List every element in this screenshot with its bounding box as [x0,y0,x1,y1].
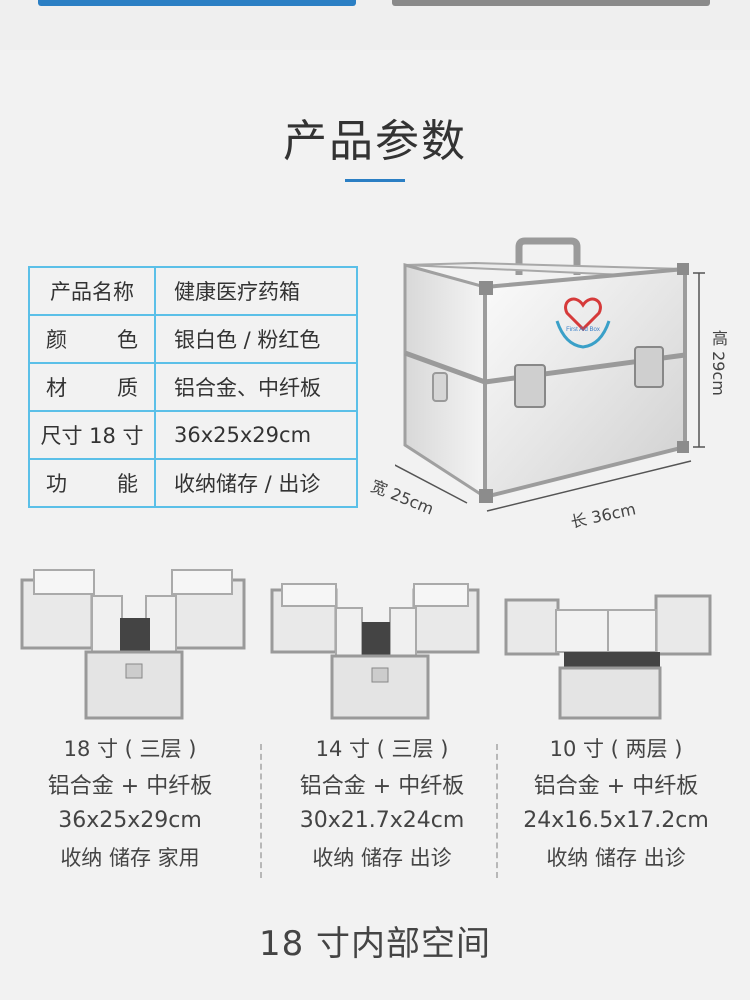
variant-size: 18 寸 ( 三层 ) [63,737,197,761]
spec-key-char: 材 [46,376,67,400]
spec-key: 功能 [28,458,156,508]
column-divider [496,744,498,878]
variant-material: 铝合金 + 中纤板 [47,774,213,799]
product-image-closed-case: First Aid Box [390,235,705,535]
variant-image-18 [14,560,254,740]
spec-table: 产品名称 健康医疗药箱 颜色 银白色 / 粉红色 材质 铝合金、中纤板 尺寸 1… [28,266,358,508]
open-case-14-illustration [270,583,480,720]
variant-dimensions: 30x21.7x24cm [299,808,465,833]
variant-image-14 [262,560,502,740]
tab-button-right[interactable] [392,0,710,6]
table-row: 尺寸 18 寸 36x25x29cm [28,410,358,460]
tab-button-left[interactable] [38,0,356,6]
variant-column-14: 14 寸 ( 三层 ) 铝合金 + 中纤板 30x21.7x24cm 收纳 储存… [262,733,502,877]
variant-size: 14 寸 ( 三层 ) [315,737,449,761]
open-case-10-illustration [504,594,712,720]
section-title: 产品参数 [283,116,467,167]
variant-dimensions: 24x16.5x17.2cm [523,808,709,833]
variant-column-10: 10 寸 ( 两层 ) 铝合金 + 中纤板 24x16.5x17.2cm 收纳 … [496,733,736,877]
column-divider [260,744,262,878]
spec-value: 银白色 / 粉红色 [154,314,358,364]
interior-space-title: 18 寸内部空间 [258,924,492,964]
spec-key-char: 色 [117,328,138,352]
spec-key-char: 能 [117,472,138,496]
variant-material: 铝合金 + 中纤板 [299,774,465,799]
top-strip [0,0,750,42]
spec-key-char: 功 [46,472,67,496]
open-case-18-illustration [20,569,246,720]
table-row: 功能 收纳储存 / 出诊 [28,458,358,508]
variant-use: 收纳 储存 出诊 [312,846,452,870]
spec-value: 36x25x29cm [154,410,358,460]
spec-key: 颜色 [28,314,156,364]
spec-key: 尺寸 18 寸 [28,410,156,460]
variant-use: 收纳 储存 出诊 [546,846,686,870]
variant-size: 10 寸 ( 两层 ) [549,737,683,761]
variant-dimensions: 36x25x29cm [58,808,202,833]
case-illustration: First Aid Box [390,237,705,512]
spec-value: 健康医疗药箱 [154,266,358,316]
table-row: 颜色 银白色 / 粉红色 [28,314,358,364]
variant-image-10 [496,560,736,740]
height-label: 高 29cm [709,330,728,396]
table-row: 产品名称 健康医疗药箱 [28,266,358,316]
variant-use: 收纳 储存 家用 [60,846,200,870]
variant-column-18: 18 寸 ( 三层 ) 铝合金 + 中纤板 36x25x29cm 收纳 储存 家… [10,733,250,877]
spec-key-char: 质 [117,376,138,400]
table-row: 材质 铝合金、中纤板 [28,362,358,412]
parameters-panel [0,50,750,1000]
spec-value: 铝合金、中纤板 [154,362,358,412]
spec-key-char: 颜 [46,328,67,352]
title-underline [345,179,405,182]
variant-material: 铝合金 + 中纤板 [533,774,699,799]
spec-key: 产品名称 [28,266,156,316]
spec-key: 材质 [28,362,156,412]
spec-value: 收纳储存 / 出诊 [154,458,358,508]
case-logo-text: First Aid Box [566,327,600,333]
